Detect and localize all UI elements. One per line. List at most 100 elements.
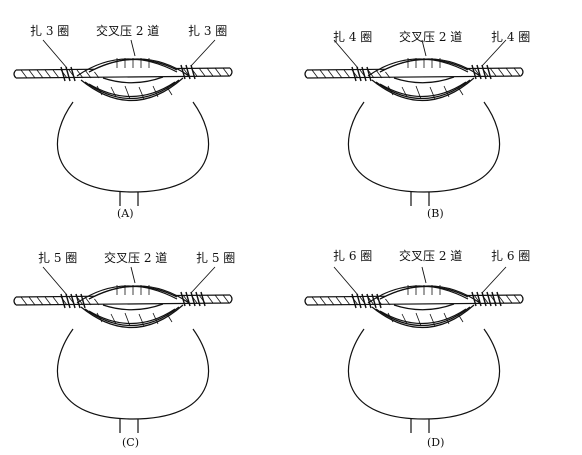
conductor-strand: [497, 294, 505, 304]
right-binding-turn: [476, 64, 482, 80]
conductor-strand: [222, 294, 230, 304]
neck-binding-hatch: [429, 313, 436, 327]
conductor-bottom-edge: [15, 75, 231, 79]
conductor-strand: [28, 69, 36, 79]
neck-binding-hatch: [429, 86, 436, 100]
right-binding-turn: [190, 64, 196, 80]
insulator-groove: [102, 76, 164, 84]
cross-press-wire: [379, 285, 481, 304]
right-label-leader: [481, 39, 507, 67]
diagram-panel-d: 扎 6 圈 交叉压 2 道 扎 6 圈 (D): [291, 227, 582, 454]
insulator-body: [347, 101, 501, 193]
right-binding-turn: [195, 291, 201, 307]
neck-binding-hatch: [138, 313, 145, 327]
insulator-groove: [393, 76, 455, 84]
right-label-leader: [190, 266, 216, 294]
conductor-strand: [44, 69, 52, 79]
middle-label-leader: [130, 39, 136, 57]
right-wrap-label: 扎 5 圈: [196, 251, 236, 265]
left-binding-turn: [70, 66, 76, 82]
neck-binding-hatch: [457, 86, 464, 96]
right-binding-turn: [496, 291, 502, 307]
conductor-bottom-edge: [306, 302, 522, 306]
left-label-leader: [333, 39, 359, 69]
neck-binding-hatch: [401, 86, 408, 98]
insulator-binding-drawing-a: [13, 39, 233, 206]
left-binding-turn: [60, 66, 66, 82]
conductor-bottom-edge: [306, 75, 522, 79]
left-wrap-label: 扎 3 圈: [30, 24, 70, 38]
right-binding-turn: [486, 291, 492, 307]
neck-binding-hatch: [110, 313, 117, 325]
left-binding-turn: [80, 293, 86, 309]
conductor-strand: [36, 296, 44, 306]
right-binding-turn: [185, 291, 191, 307]
middle-label-leader: [130, 266, 136, 284]
insulator-groove: [102, 303, 164, 311]
conductor-strand: [489, 67, 497, 77]
neck-binding-wire: [379, 81, 467, 98]
insulator-binding-drawing-c: [13, 266, 233, 433]
neck-binding-wire: [371, 304, 475, 329]
left-label-leader: [42, 39, 68, 69]
conductor-strand: [52, 296, 60, 306]
conductor-left-end: [304, 69, 308, 79]
panel-caption: (D): [427, 436, 445, 449]
neck-binding-hatch: [387, 85, 394, 96]
conductor-strand: [198, 67, 206, 77]
left-binding-turn: [75, 293, 81, 309]
conductor-left-end: [304, 296, 308, 306]
left-binding-turn: [351, 293, 357, 309]
conductor-strand: [513, 294, 521, 304]
conductor-strand: [222, 67, 230, 77]
cross-press-wire: [367, 58, 469, 77]
neck-binding-hatch: [401, 313, 408, 325]
neck-binding-hatch: [152, 312, 159, 325]
insulator-body: [56, 328, 210, 420]
conductor-strand: [327, 69, 335, 79]
right-binding-turn: [180, 64, 186, 80]
conductor-strand: [28, 296, 36, 306]
left-binding-turn: [371, 293, 377, 309]
right-binding-turn: [476, 291, 482, 307]
left-binding-turn: [361, 66, 367, 82]
right-label-leader: [190, 39, 216, 67]
cross-press-wire: [76, 285, 178, 304]
neck-binding-hatch: [138, 86, 145, 100]
conductor-strand: [20, 69, 28, 79]
conductor-strand: [36, 69, 44, 79]
neck-binding-hatch: [166, 313, 173, 323]
left-binding-turn: [376, 293, 382, 309]
neck-binding-hatch: [166, 86, 173, 96]
conductor-strand: [335, 69, 343, 79]
left-binding-turn: [356, 293, 362, 309]
conductor-left-end: [13, 296, 17, 306]
diagram-panel-a: 扎 3 圈 交叉压 2 道 扎 3 圈 (A): [0, 0, 291, 227]
cross-press-wire: [76, 58, 178, 77]
neck-binding-hatch: [443, 312, 450, 325]
conductor-strand: [84, 69, 92, 79]
neck-binding-hatch: [415, 312, 422, 327]
insulator-binding-drawing-d: [304, 266, 524, 433]
left-wrap-label: 扎 4 圈: [333, 30, 373, 44]
left-binding-turn: [65, 66, 71, 82]
neck-binding-wire: [88, 81, 176, 98]
neck-binding-wire: [84, 79, 180, 100]
conductor-bottom-edge: [15, 302, 231, 306]
right-binding-turn: [190, 291, 196, 307]
conductor-right-end: [229, 294, 233, 304]
neck-binding-hatch: [110, 86, 117, 98]
conductor-right-end: [520, 67, 524, 77]
conductor-strand: [335, 296, 343, 306]
conductor-strand: [311, 296, 319, 306]
left-wrap-label: 扎 6 圈: [333, 249, 373, 263]
right-binding-turn: [481, 291, 487, 307]
conductor-strand: [513, 67, 521, 77]
right-binding-turn: [486, 64, 492, 80]
conductor-right-end: [229, 67, 233, 77]
panel-caption: (B): [427, 207, 444, 220]
conductor-strand: [319, 296, 327, 306]
left-binding-turn: [70, 293, 76, 309]
neck-binding-hatch: [96, 85, 103, 96]
conductor-strand: [206, 294, 214, 304]
